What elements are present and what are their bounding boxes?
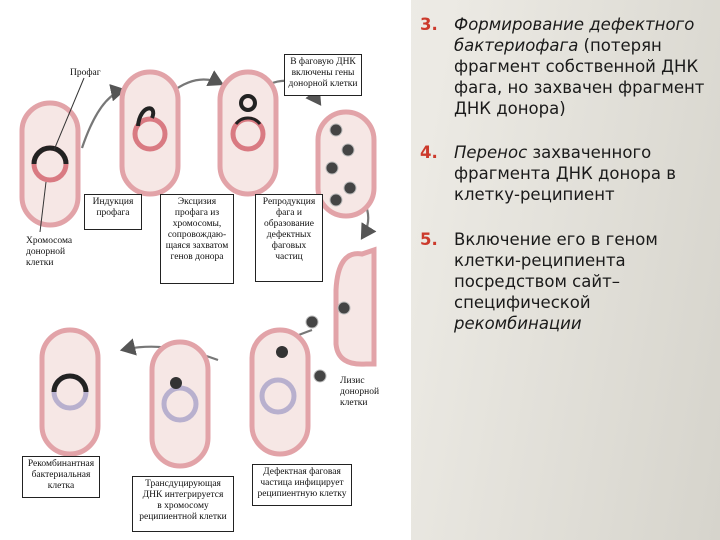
step-5: 5. Включение его в геном клетки-реципиен… <box>420 229 712 334</box>
step-5-italic: рекомбинации <box>454 314 582 333</box>
phage-particle <box>342 144 354 156</box>
flow-arrow-1 <box>82 90 124 148</box>
step-number: 3. <box>420 14 438 35</box>
phage-particle <box>306 316 318 328</box>
reproduction-cell <box>318 112 374 216</box>
induction-cell <box>122 72 178 194</box>
transduced-dna-label: Трансдуцирующая ДНК интегрируется в хром… <box>132 476 234 532</box>
illustration-panel: Профаг Хромосома донорной клетки Индукци… <box>0 0 411 540</box>
recombinant-label: Рекомбинантная бактериальная клетка <box>22 456 100 498</box>
lysis-label: Лизис донорной клетки <box>340 376 380 409</box>
integration-cell <box>152 342 208 466</box>
recipient-cell <box>252 330 308 454</box>
phage-particle <box>326 162 338 174</box>
induction-label: Индукция профага <box>84 194 142 230</box>
phage-particle <box>338 302 350 314</box>
step-4: 4. Перенос захваченного фрагмента ДНК до… <box>420 142 712 205</box>
chromosome-label: Хромосома донорной клетки <box>26 236 86 269</box>
excision-cell <box>220 72 276 194</box>
excision-label: Эксцизия профага из хромосомы, сопровожд… <box>160 194 234 284</box>
phage-particle <box>330 124 342 136</box>
recombinant-cell <box>42 330 98 454</box>
step-number: 5. <box>420 229 438 250</box>
step-4-italic: Перенос <box>454 143 527 162</box>
step-number: 4. <box>420 142 438 163</box>
steps-list: 3. Формирование дефектного бактериофага … <box>420 14 712 334</box>
phage-particle <box>344 182 356 194</box>
donor-cell <box>22 103 78 225</box>
reproduction-label: Репродукция фага и образование дефектных… <box>255 194 323 282</box>
phage-particle <box>314 370 326 382</box>
flow-arrow-2 <box>172 80 222 93</box>
genes-included-label: В фаговую ДНК включены гены донорной кле… <box>284 54 362 96</box>
step-3: 3. Формирование дефектного бактериофага … <box>420 14 712 119</box>
prophage-label: Профаг <box>70 68 110 79</box>
step-5-text: Включение его в геном клетки-реципиента … <box>454 230 658 312</box>
phage-particle <box>330 194 342 206</box>
defective-particle-label: Дефектная фаговая частица инфицирует рец… <box>252 464 352 506</box>
